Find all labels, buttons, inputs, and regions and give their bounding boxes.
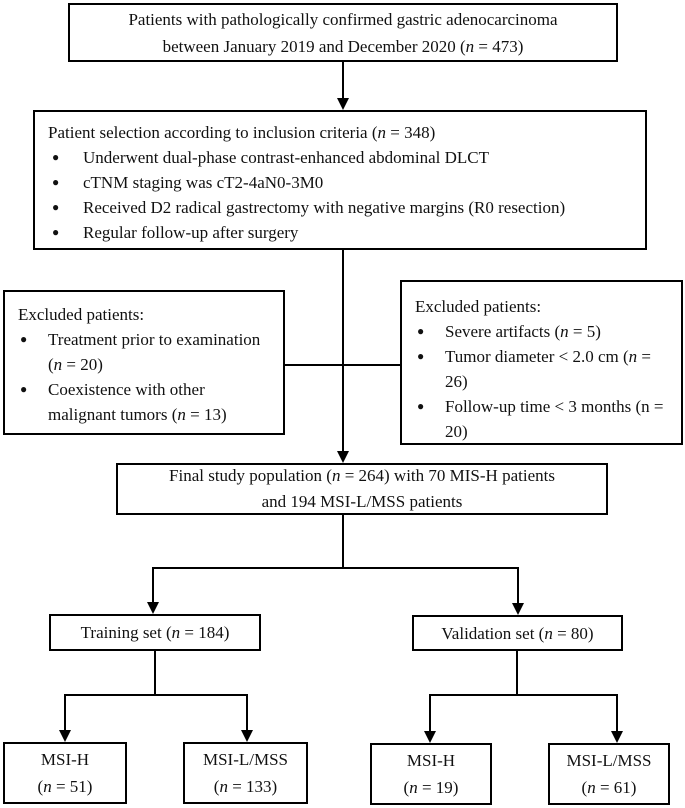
bullet-icon: ● <box>417 349 425 363</box>
excluded-right-bullet-1: Severe artifacts (n = 5) <box>445 322 601 341</box>
arrowhead-final <box>337 451 349 463</box>
validation-msih-line2: (n = 19) <box>403 778 459 797</box>
eligible-patients-line2: between January 2019 and December 2020 (… <box>162 36 524 56</box>
inclusion-bullet-row: ● Regular follow-up after surgery <box>48 220 633 245</box>
box-training-msilmss: MSI-L/MSS (n = 133) <box>183 742 308 804</box>
validation-msilmss-line1: MSI-L/MSS <box>566 751 652 770</box>
arrowhead-training-msih <box>59 730 71 742</box>
inclusion-bullet-row: ● cTNM staging was cT2-4aN0-3M0 <box>48 170 633 195</box>
excluded-right-title: Excluded patients: <box>415 297 542 316</box>
inclusion-bullet-2: cTNM staging was cT2-4aN0-3M0 <box>83 173 324 192</box>
training-msilmss-line1: MSI-L/MSS <box>202 750 289 769</box>
box-eligible-patients: Patients with pathologically confirmed g… <box>68 3 618 62</box>
bullet-icon: ● <box>52 150 60 164</box>
box-validation-set: Validation set (n = 80) <box>412 615 623 651</box>
training-msih-line2: (n = 51) <box>37 777 93 796</box>
box-excluded-left: Excluded patients: ● Treatment prior to … <box>3 290 285 435</box>
excluded-right-bullet-row: ● Tumor diameter < 2.0 cm (n = 26) <box>415 344 669 394</box>
box-final-population: Final study population (n = 264) with 70… <box>116 463 608 515</box>
excluded-right-bullet-2: Tumor diameter < 2.0 cm (n = 26) <box>445 347 651 391</box>
validation-msih-line1: MSI-H <box>406 751 456 770</box>
bullet-icon: ● <box>52 175 60 189</box>
arrowhead-inclusion <box>337 98 349 110</box>
inclusion-bullet-row: ● Underwent dual-phase contrast-enhanced… <box>48 145 633 170</box>
training-msilmss-line2: (n = 133) <box>213 777 278 796</box>
inclusion-bullet-4: Regular follow-up after surgery <box>83 223 299 242</box>
bullet-icon: ● <box>417 324 425 338</box>
training-msih-line1: MSI-H <box>40 750 90 769</box>
box-validation-msilmss: MSI-L/MSS (n = 61) <box>548 743 670 805</box>
excluded-right-bullet-row: ● Severe artifacts (n = 5) <box>415 319 669 344</box>
arrowhead-validation-msilmss <box>611 731 623 743</box>
excluded-right-bullet-row: ● Follow-up time < 3 months (n = 20) <box>415 394 669 444</box>
inclusion-title: Patient selection according to inclusion… <box>48 123 436 142</box>
bullet-icon: ● <box>52 200 60 214</box>
validation-msilmss-line2: (n = 61) <box>581 778 637 797</box>
validation-set-label: Validation set (n = 80) <box>441 623 594 643</box>
box-excluded-right: Excluded patients: ● Severe artifacts (n… <box>400 280 683 445</box>
excluded-left-bullet-1: Treatment prior to examination (n = 20) <box>48 330 261 374</box>
box-inclusion-criteria: Patient selection according to inclusion… <box>33 110 647 250</box>
final-population-line1: Final study population (n = 264) with 70… <box>169 466 555 485</box>
inclusion-bullet-row: ● Received D2 radical gastrectomy with n… <box>48 195 633 220</box>
bullet-icon: ● <box>20 332 28 346</box>
training-set-label: Training set (n = 184) <box>80 623 230 642</box>
arrowhead-training <box>147 602 159 614</box>
arrowhead-validation-msih <box>424 731 436 743</box>
arrowhead-training-msilmss <box>241 730 253 742</box>
box-training-set: Training set (n = 184) <box>49 614 261 651</box>
box-validation-msih: MSI-H (n = 19) <box>370 743 492 805</box>
bullet-icon: ● <box>417 399 425 413</box>
excluded-left-title: Excluded patients: <box>18 305 145 324</box>
inclusion-bullet-3: Received D2 radical gastrectomy with neg… <box>83 198 566 217</box>
final-population-line2: and 194 MSI-L/MSS patients <box>261 492 463 511</box>
box-training-msih: MSI-H (n = 51) <box>3 742 127 804</box>
excluded-left-bullet-row: ● Coexistence with other malignant tumor… <box>18 377 271 427</box>
bullet-icon: ● <box>20 382 28 396</box>
excluded-left-bullet-row: ● Treatment prior to examination (n = 20… <box>18 327 271 377</box>
eligible-patients-line1: Patients with pathologically confirmed g… <box>128 9 558 29</box>
inclusion-bullet-1: Underwent dual-phase contrast-enhanced a… <box>83 148 489 167</box>
excluded-right-bullet-3: Follow-up time < 3 months (n = 20) <box>445 397 664 441</box>
bullet-icon: ● <box>52 225 60 239</box>
arrowhead-validation <box>512 603 524 615</box>
excluded-left-bullet-2: Coexistence with other malignant tumors … <box>48 380 227 424</box>
